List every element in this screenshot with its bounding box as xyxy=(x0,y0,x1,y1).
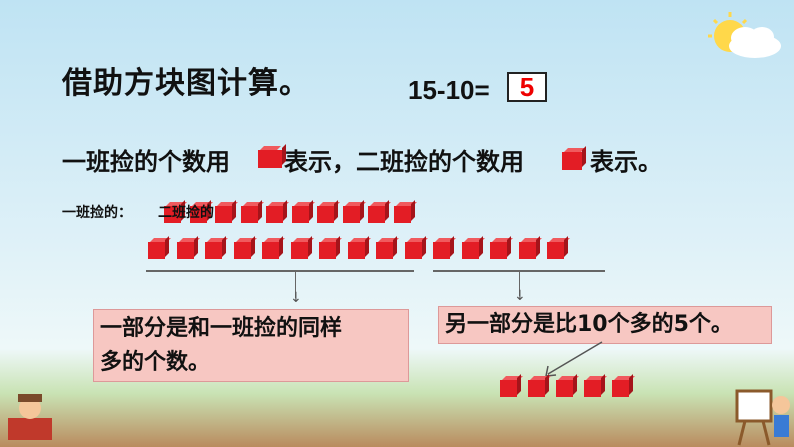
sun-cloud-icon xyxy=(708,12,781,58)
box-left-line2: 多的个数。 xyxy=(100,350,211,375)
class1-cube xyxy=(342,206,360,223)
bracket-right xyxy=(433,270,605,272)
class2-cube xyxy=(461,242,479,259)
arrowhead-left-icon: ↓ xyxy=(290,290,302,306)
class1-cube xyxy=(317,206,334,223)
legend-cube-class1 xyxy=(258,150,282,168)
legend-cube-class2 xyxy=(562,152,582,170)
page-title: 借助方块图计算。 xyxy=(62,66,310,101)
class1-cube xyxy=(164,206,181,223)
easel-icon xyxy=(735,389,790,446)
class2-cube xyxy=(518,242,536,259)
class2-cube xyxy=(148,242,165,259)
class2-cube xyxy=(347,242,365,259)
class2-cube xyxy=(233,242,251,259)
class1-cube xyxy=(266,206,283,223)
explanation-box-right: 另一部分是比10个多的5个。 xyxy=(438,306,772,344)
box-right-text: 另一部分是比10个多的5个。 xyxy=(445,312,733,337)
arrow-left xyxy=(295,272,296,298)
child-reading-icon xyxy=(8,394,52,440)
class1-cube xyxy=(368,206,385,223)
box-left-line1: 一部分是和一班捡的同样 xyxy=(100,316,343,341)
class2-cube xyxy=(490,242,507,259)
class1-cube xyxy=(393,206,411,223)
class2-cube xyxy=(319,242,336,259)
legend-text-2: 表示，二班捡的个数用 xyxy=(284,148,524,176)
class2-cube xyxy=(205,242,222,259)
row-label-class2: 二班捡的 xyxy=(158,205,214,221)
class2-cube xyxy=(290,242,308,259)
bracket-left xyxy=(146,270,414,272)
class2-cube xyxy=(433,242,450,259)
extra-cube xyxy=(528,380,545,397)
answer-box: 5 xyxy=(507,72,547,102)
arrow-right xyxy=(519,272,520,296)
extra-cube xyxy=(612,380,629,397)
class1-cube xyxy=(240,206,258,223)
diagonal-arrow xyxy=(545,341,603,377)
legend-text-1: 一班捡的个数用 xyxy=(62,148,230,176)
legend-text-3: 表示。 xyxy=(590,148,662,176)
extra-cube xyxy=(556,380,573,397)
class1-cube xyxy=(189,206,207,223)
extra-cube xyxy=(500,380,517,397)
row-label-class1: 一班捡的： xyxy=(62,205,132,221)
class2-cube xyxy=(404,242,422,259)
class1-cube xyxy=(215,206,232,223)
class2-cube xyxy=(547,242,564,259)
explanation-box-left: 一部分是和一班捡的同样 多的个数。 xyxy=(93,309,409,382)
class2-cube xyxy=(176,242,194,259)
extra-cube xyxy=(584,380,601,397)
class2-cube xyxy=(376,242,393,259)
equation-text: 15-10= xyxy=(408,75,490,105)
arrowhead-right-icon: ↓ xyxy=(514,288,526,304)
class2-cube xyxy=(262,242,279,259)
class1-cube xyxy=(291,206,309,223)
